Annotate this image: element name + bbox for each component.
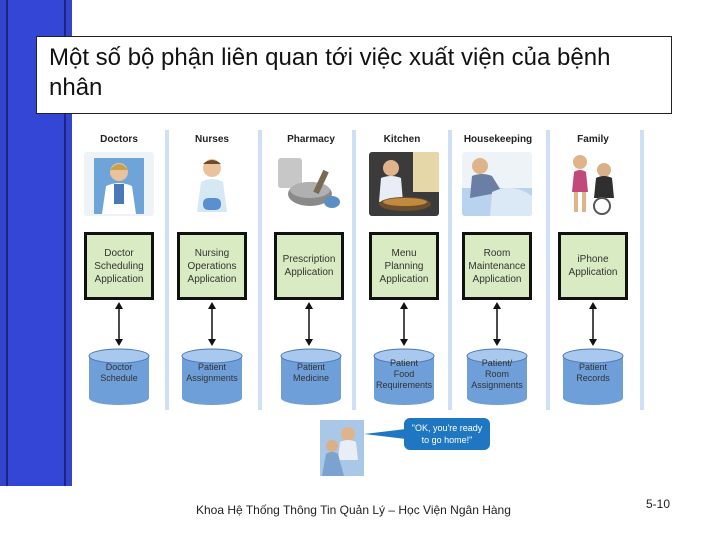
db-label-line: Patient [197,362,227,372]
app-label-line: Doctor [104,247,134,259]
app-label-line: Maintenance [468,260,526,272]
bidirectional-arrow [115,302,123,346]
kitchen-photo [369,152,439,216]
db-label-line: Patient [578,362,608,372]
column-header-doctors: Doctors [100,134,138,145]
nurse-photo [177,152,247,216]
app-label-line: Prescription [282,254,336,265]
db-label-line: Schedule [100,373,138,383]
column-header-family: Family [577,134,609,145]
speech-bubble-tail [364,429,406,439]
db-label-line: Assignments [471,380,523,390]
column-divider [352,130,356,410]
app-label-line: Application [379,273,429,285]
app-label-line: Application [568,267,618,278]
title-box: Một số bộ phận liên quan tới việc xuất v… [36,36,672,114]
db-label-line: Food [393,369,415,379]
column-header-housekeeping: Housekeeping [463,134,533,145]
db-label-line: Records [576,373,610,383]
app-label-line: Application [187,273,237,285]
bidirectional-arrow [400,302,408,346]
db-label-line: Requirements [375,380,433,390]
speech-bubble: "OK, you're ready to go home!" [404,418,490,450]
patient-discharge-photo [320,420,364,476]
db-label-line: Patient [389,358,419,368]
family-photo [558,152,628,216]
app-label-line: Planning [384,260,424,272]
footer-text: Khoa Hệ Thống Thông Tin Quản Lý – Học Vi… [196,503,511,517]
column-divider [640,130,644,410]
db-label-line: Patient [296,362,326,372]
app-label-line: Scheduling [94,260,144,272]
column-divider [448,130,452,410]
db-label-line: Medicine [292,373,330,383]
column-header-pharmacy: Pharmacy [287,134,335,145]
db-label-line: Room [484,369,509,379]
app-label-line: Application [94,273,144,285]
page-number: 5-10 [646,497,671,511]
speech-bubble-line: to go home!" [421,435,473,445]
app-label-line: Room [483,247,511,259]
app-label-line: Application [284,267,334,278]
app-label-line: Nursing [194,247,230,259]
slide-title: Một số bộ phận liên quan tới việc xuất v… [49,44,611,101]
db-label-line: Patient/ [481,358,513,368]
bidirectional-arrow [589,302,597,346]
column-header-kitchen: Kitchen [383,134,421,145]
column-divider [165,130,169,410]
pharmacy-photo [274,152,344,216]
bidirectional-arrow [493,302,501,346]
bidirectional-arrow [305,302,313,346]
app-label-line: Operations [187,260,237,272]
app-label-line: iPhone [577,254,609,265]
column-divider [546,130,550,410]
doctor-photo [84,152,154,216]
column-divider [258,130,262,410]
db-label-line: Assignments [186,373,238,383]
bidirectional-arrow [208,302,216,346]
column-header-nurses: Nurses [195,134,229,145]
app-label-line: Application [472,273,522,285]
app-label-line: Menu [391,247,417,259]
db-label-line: Doctor [105,362,133,372]
housekeeping-photo [462,152,532,216]
speech-bubble-line: "OK, you're ready [411,423,483,433]
